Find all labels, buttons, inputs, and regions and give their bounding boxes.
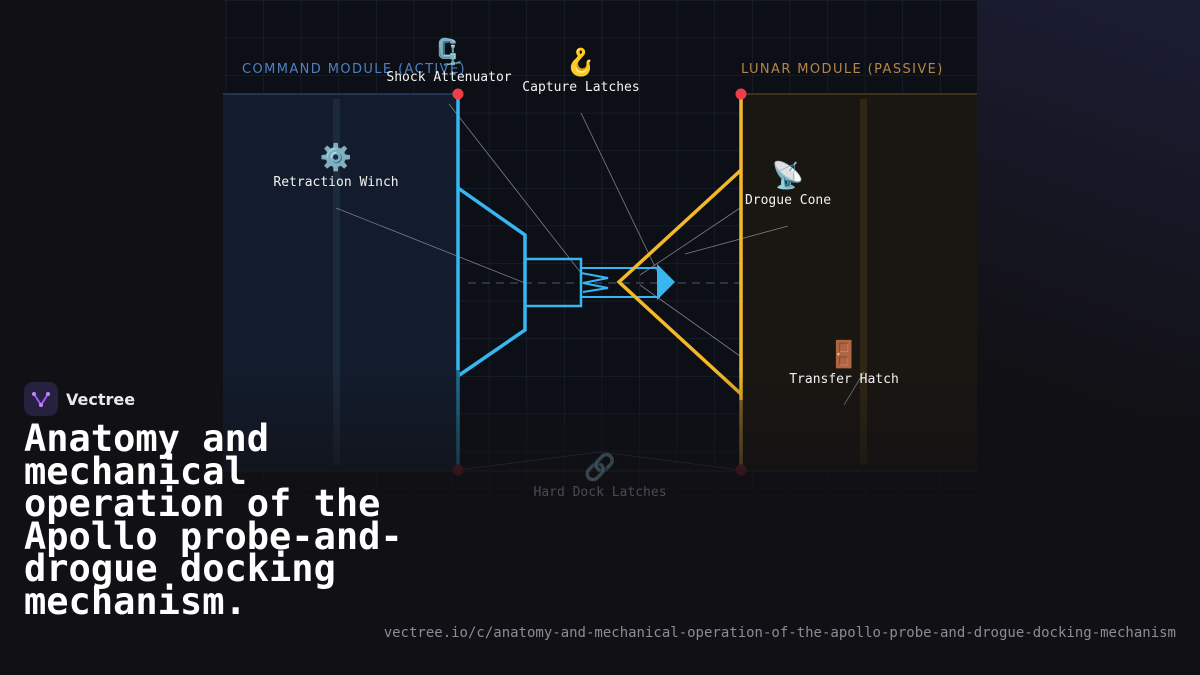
satellite-antenna-icon: 📡 bbox=[771, 161, 805, 191]
door-icon: 🚪 bbox=[827, 340, 861, 370]
drogue-cone-walls bbox=[616, 168, 743, 396]
link-icon: 🔗 bbox=[583, 453, 617, 483]
component-label: Shock Attenuator bbox=[386, 70, 512, 85]
gear-icon: ⚙️ bbox=[319, 143, 353, 173]
brand-name: Vectree bbox=[66, 389, 136, 409]
component-capture-latches: 🪝 Capture Latches bbox=[522, 48, 639, 95]
brand[interactable]: Vectree bbox=[24, 382, 135, 416]
probe-cylinder bbox=[523, 257, 583, 308]
lunar-module-panel bbox=[741, 94, 977, 471]
drogue-lower-contact-point bbox=[735, 464, 747, 476]
component-transfer-hatch: 🚪 Transfer Hatch bbox=[789, 340, 899, 387]
page-title: Anatomy and mechanical operation of the … bbox=[24, 417, 403, 623]
leader-shock-attenuator bbox=[448, 103, 582, 274]
leader-retraction-winch bbox=[335, 207, 526, 284]
leader-drogue-upper bbox=[639, 207, 741, 276]
clamp-icon: 🗜️ bbox=[432, 38, 466, 68]
drogue-cone-shape bbox=[616, 94, 743, 400]
probe-head bbox=[657, 264, 675, 300]
hook-icon: 🪝 bbox=[564, 48, 598, 78]
command-module-strut bbox=[333, 99, 340, 465]
component-retraction-winch: ⚙️ Retraction Winch bbox=[273, 143, 398, 190]
lunar-module-label: LUNAR MODULE (PASSIVE) bbox=[741, 62, 944, 77]
component-label: Capture Latches bbox=[522, 80, 640, 95]
source-url[interactable]: vectree.io/c/anatomy-and-mechanical-oper… bbox=[383, 625, 1176, 641]
lunar-module-strut bbox=[860, 99, 867, 465]
drogue-contact-point bbox=[735, 88, 747, 100]
probe-lower-contact-point bbox=[452, 464, 464, 476]
component-label: Transfer Hatch bbox=[789, 372, 899, 387]
component-shock-attenuator: 🗜️ Shock Attenuator bbox=[386, 38, 511, 85]
component-hard-dock-latches: 🔗 Hard Dock Latches bbox=[533, 453, 666, 500]
probe-contact-point bbox=[452, 88, 464, 100]
component-label: Retraction Winch bbox=[273, 175, 399, 190]
leader-drogue-cone bbox=[684, 225, 789, 255]
leader-capture-latches bbox=[580, 112, 659, 274]
vectree-logo-icon bbox=[24, 382, 58, 416]
component-label: Hard Dock Latches bbox=[533, 485, 667, 500]
command-module-label: COMMAND MODULE (ACTIVE) bbox=[242, 62, 467, 77]
component-label: Drogue Cone bbox=[744, 193, 832, 208]
shock-attenuator-spring bbox=[580, 272, 609, 293]
component-drogue-cone: 📡 Drogue Cone bbox=[745, 161, 831, 208]
docking-probe bbox=[456, 94, 660, 378]
